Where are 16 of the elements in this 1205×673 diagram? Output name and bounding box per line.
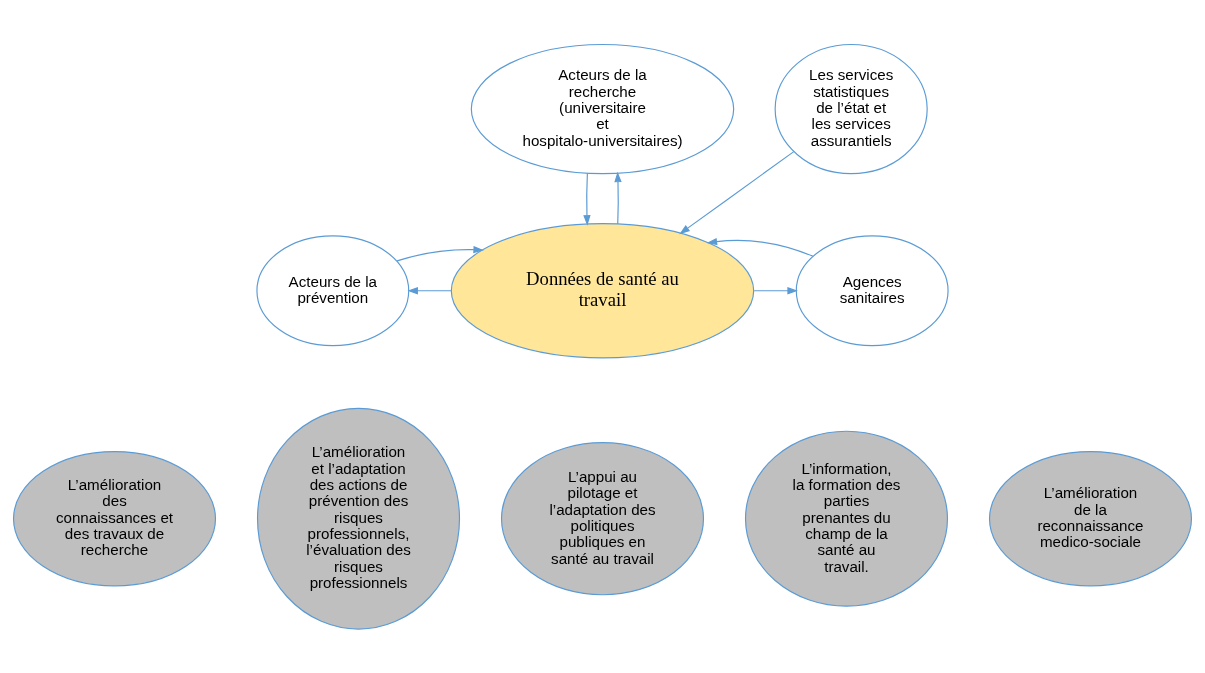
arrow <box>706 237 814 257</box>
node-ellipse: Acteurs de la recherche (universitaire et hospitalo-universitaires) <box>470 43 735 174</box>
arrow <box>396 245 484 261</box>
node-ellipse: Les services statistiques de l’état et les services assurantiels <box>774 43 928 174</box>
arrow <box>753 286 798 294</box>
node-circle: L’amélioration et l’adaptation des actions de prévention des risques professionnels, l’évaluation des risques professionnels <box>256 407 461 630</box>
node-ellipse: L’information, la formation des parties prenantes du champ de la santé au travail. <box>744 430 949 607</box>
node-ellipse: L’appui au pilotage et l’adaptation des politiques publiques en santé au travail <box>500 441 705 595</box>
node-ellipse: L’amélioration de la reconnaissance medico-sociale <box>988 450 1193 586</box>
arrow <box>583 172 591 226</box>
node-ellipse: L’amélioration des connaissances et des travaux de recherche <box>12 450 217 586</box>
arrow <box>407 286 452 294</box>
node-ellipse: Agences sanitaires <box>795 234 949 346</box>
node-ellipse: Acteurs de la prévention <box>256 234 410 346</box>
arrow <box>614 171 622 224</box>
arrow <box>679 150 795 234</box>
